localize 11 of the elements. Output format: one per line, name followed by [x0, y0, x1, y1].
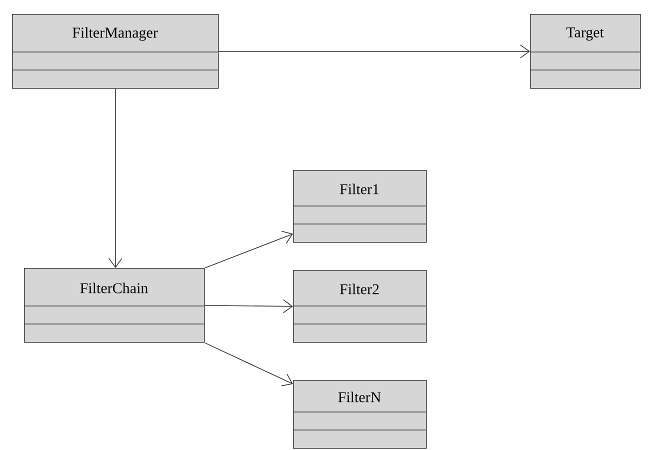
class-box: FilterManager: [12, 14, 219, 89]
arrow: [108, 88, 122, 268]
arrow: [218, 44, 530, 58]
class-box: Filter1: [292, 170, 427, 243]
arrow: [204, 230, 293, 268]
class-box: FilterChain: [24, 268, 205, 343]
class-box: Target: [530, 14, 641, 89]
arrow: [204, 299, 293, 314]
arrow: [204, 342, 293, 386]
class-box: Filter2: [292, 270, 427, 343]
class-box: FilterN: [292, 380, 427, 449]
